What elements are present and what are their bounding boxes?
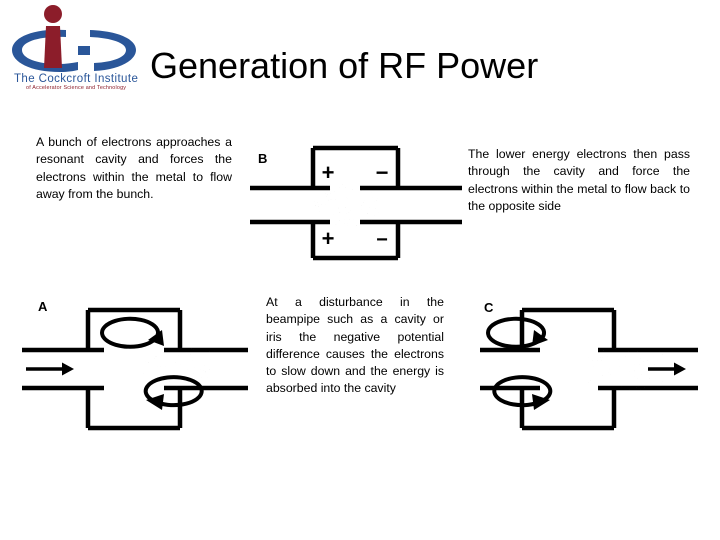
diagram-b-label: B [258,151,268,166]
sign-bottom-left: + [322,226,335,251]
sign-bottom-right: − [376,229,388,251]
paragraph-a-text: A bunch of electrons approaches a resona… [36,135,232,201]
diagram-c-label: C [484,300,494,315]
cavity-current-loop-bottom-icon [492,375,553,410]
electron-bunch-blob-a [158,358,198,380]
electron-bunch-blob-c [606,358,644,380]
paragraph-c-text: At a disturbance in the beampipe such as… [266,295,444,396]
electron-bunch-blob-b [330,194,364,216]
logo-figure-icon [44,5,62,68]
logo-swoosh-icon [12,29,136,72]
beam-direction-arrow-icon [648,362,686,376]
diagram-a-label: A [38,299,48,314]
logo-subtitle-text: of Accelerator Science and Technology [26,85,126,90]
sign-top-right: − [376,160,389,185]
sign-top-left: + [322,160,335,185]
diagram-c-cavity-bunch-leaving [478,300,700,440]
cockcroft-institute-logo: The Cockcroft Institute of Accelerator S… [4,2,144,90]
diagram-b-cavity-bunch-in-gap: + − + − [248,142,464,266]
paragraph-b-text: The lower energy electrons then pass thr… [468,147,690,213]
cavity-current-loop-bottom-icon [143,375,204,410]
logo-title-text: The Cockcroft Institute [14,73,138,85]
beam-direction-arrow-icon [26,362,74,376]
diagram-a-cavity-bunch-approaching [16,300,252,440]
page-title: Generation of RF Power [150,45,539,86]
cavity-current-loop-top-icon [100,316,164,349]
cavity-current-loop-top-icon [486,316,548,349]
